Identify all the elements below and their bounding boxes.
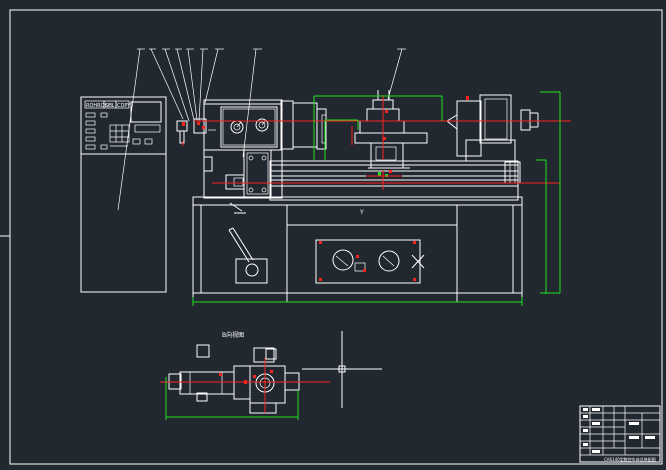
callout-mark: Y (359, 209, 364, 216)
panel-button-1-label: ROHROCH (86, 103, 112, 109)
panel-button-3[interactable] (115, 100, 130, 109)
gauge-dial-icon (332, 249, 354, 271)
title-block-name: CA6140型数控车床总装配图 (604, 456, 656, 462)
gearbox-cover (220, 106, 278, 148)
spindle-housing (280, 100, 294, 150)
lathe-bed[interactable] (269, 160, 521, 201)
sheet-border (9, 9, 663, 465)
panel-button-2-label: SCL (105, 103, 115, 109)
center-lines (194, 95, 571, 190)
b-view-detail[interactable] (168, 344, 300, 414)
dimension-lines (192, 91, 561, 306)
title-block: CA6140型数控车床总装配图 (579, 405, 661, 463)
cross-mark-icon (411, 254, 425, 269)
tool-post-assembly[interactable] (354, 90, 428, 184)
tailstock[interactable] (442, 94, 539, 162)
electrical-door[interactable] (315, 239, 421, 284)
gauge-dial-icon (255, 118, 269, 132)
cnc-display-screen (130, 101, 162, 123)
view-title: B向视图 (222, 331, 244, 339)
crosshair-icon (302, 331, 382, 408)
panel-button-3-label: CDPY (117, 103, 131, 109)
apron[interactable] (225, 149, 272, 214)
foot-lever-base[interactable] (235, 258, 268, 284)
control-cabinet[interactable]: ROHROCH SCL CDPY (80, 96, 167, 293)
b-view-dimensions (165, 377, 299, 420)
pendant-device (176, 118, 207, 146)
leader-lines (117, 48, 406, 211)
headstock[interactable] (203, 99, 327, 199)
gauge-dial-icon (378, 250, 400, 272)
keypad[interactable] (109, 124, 130, 143)
b-view-center-lines (160, 358, 330, 413)
